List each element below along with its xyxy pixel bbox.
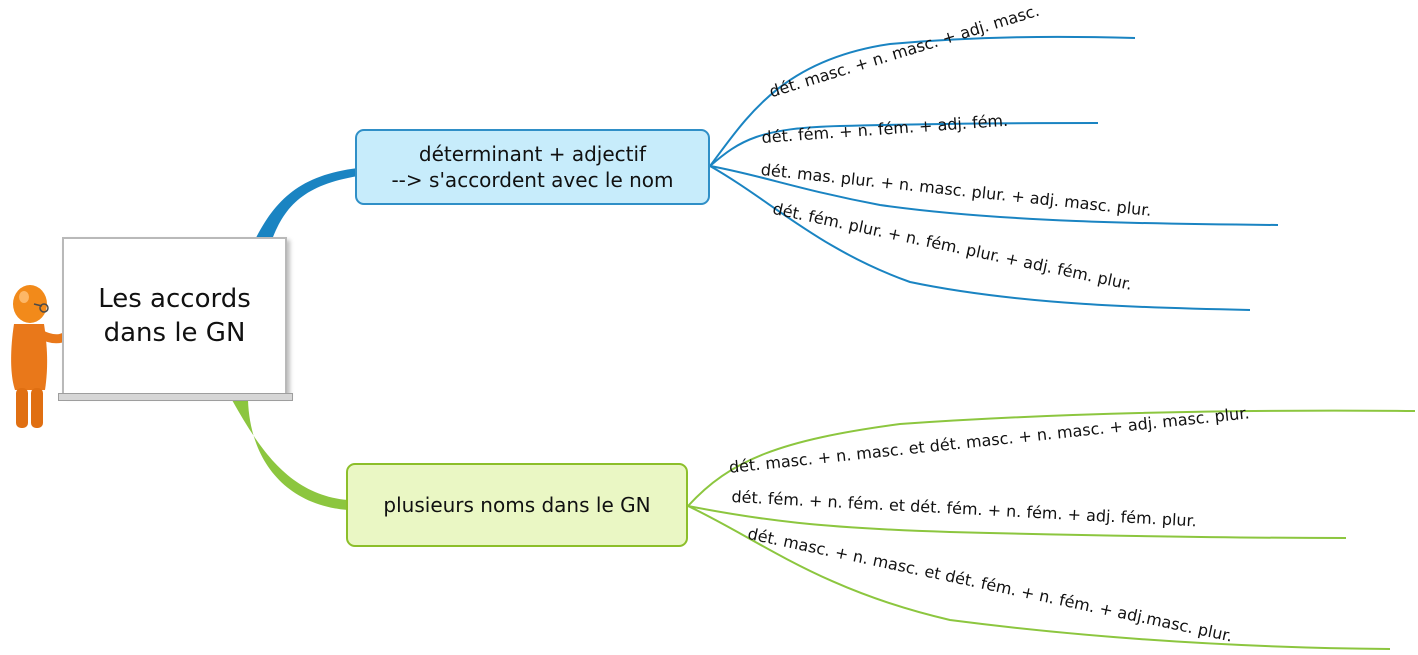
blue-leaf-line-1	[709, 35, 1136, 167]
green-leaf-line-2	[687, 505, 1347, 539]
branch-determinant-adjectif[interactable]: déterminant + adjectif --> s'accordent a…	[355, 129, 710, 205]
central-topic-line-1: Les accords	[98, 284, 251, 314]
teacher-figure-icon	[11, 285, 84, 428]
green-leaf-line-1	[687, 409, 1416, 507]
root-to-green-connector	[232, 400, 348, 510]
branch-blue-line-1: déterminant + adjectif	[418, 142, 647, 166]
branch-blue-line-2: --> s'accordent avec le nom	[391, 168, 674, 192]
blue-leaf-line-2	[709, 122, 1099, 167]
central-topic[interactable]: Les accords dans le GN	[62, 237, 287, 395]
branch-plusieurs-noms[interactable]: plusieurs noms dans le GN	[346, 463, 688, 547]
whiteboard-ledge	[58, 393, 293, 401]
root-to-blue-connector	[255, 168, 358, 240]
blue-leaf-line-3	[709, 165, 1279, 226]
central-topic-line-2: dans le GN	[103, 318, 246, 348]
branch-green-line-1: plusieurs noms dans le GN	[383, 493, 651, 517]
green-leaf-line-3	[687, 505, 1391, 650]
blue-leaf-line-4	[709, 165, 1251, 311]
